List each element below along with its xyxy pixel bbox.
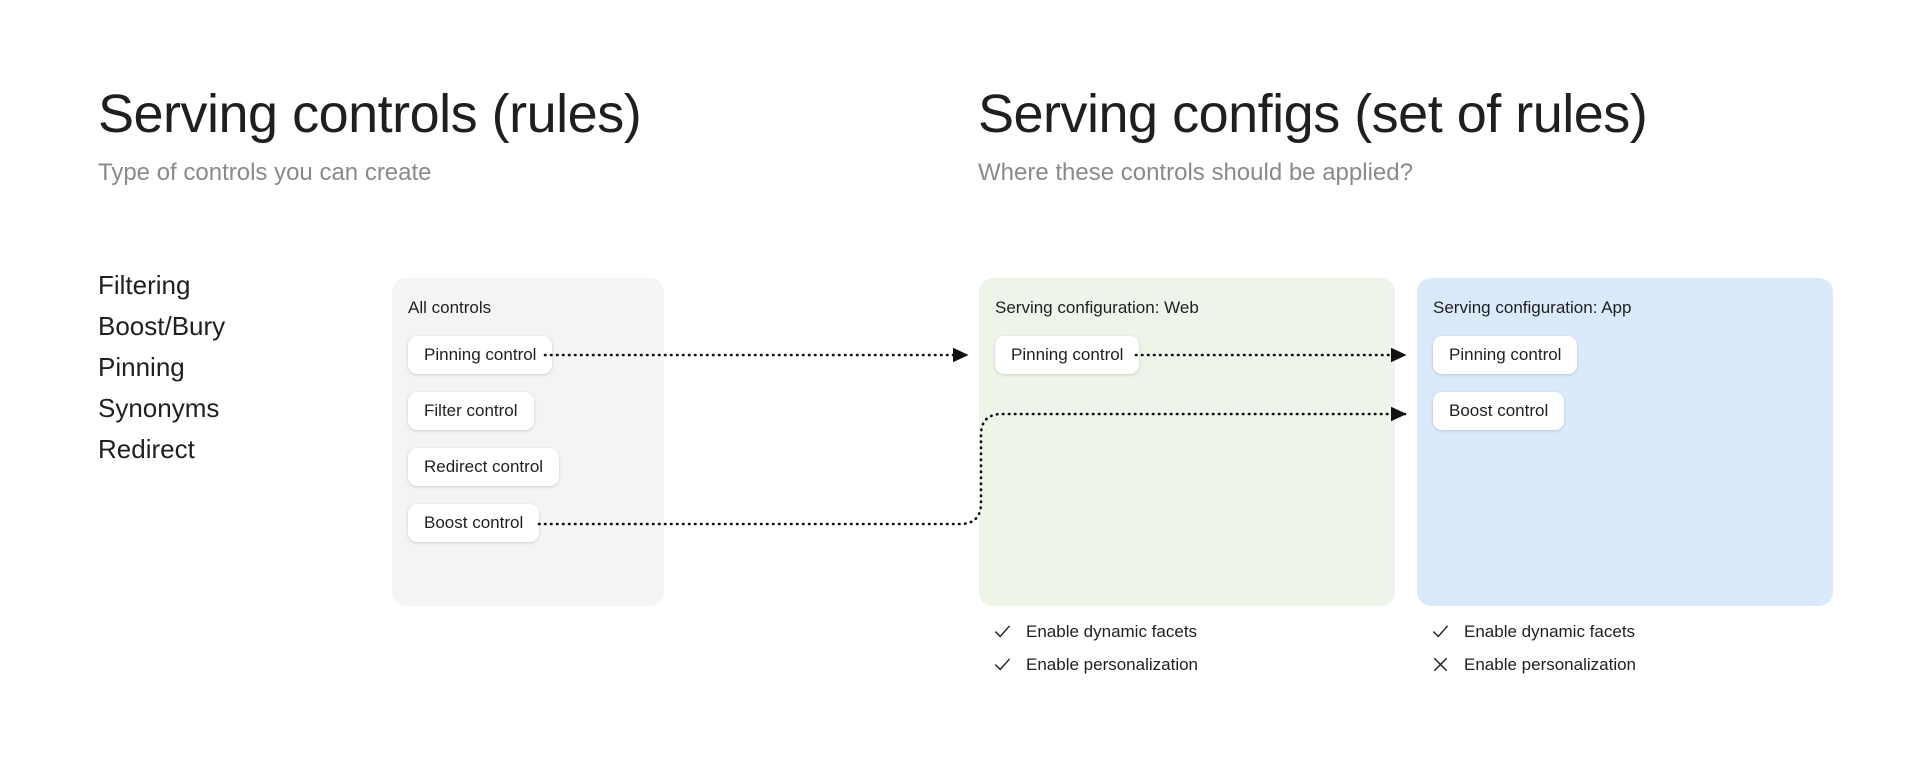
left-column-header: Serving controls (rules) Type of control… [98, 84, 642, 187]
panel-title-serving-configuration-web: Serving configuration: Web [995, 298, 1199, 317]
chip-boost-control-all[interactable]: Boost control [408, 504, 540, 542]
control-type-list: Filtering Boost/Bury Pinning Synonyms Re… [98, 265, 225, 470]
chip-redirect-control-all[interactable]: Redirect control [408, 448, 560, 486]
option-label: Enable dynamic facets [1464, 621, 1636, 641]
page-subtitle-serving-controls: Type of controls you can create [98, 158, 432, 186]
panel-title-serving-configuration-app: Serving configuration: App [1433, 298, 1632, 317]
options-list-app: Enable dynamic facets Enable personaliza… [1431, 620, 1636, 675]
control-type-pinning: Pinning [98, 352, 185, 382]
chip-label: Redirect control [424, 457, 544, 476]
right-column-header: Serving configs (set of rules) Where the… [978, 84, 1648, 187]
panel-serving-configuration-app: Serving configuration: App Pinning contr… [1417, 278, 1833, 606]
control-type-synonyms: Synonyms [98, 393, 220, 423]
options-list-web: Enable dynamic facets Enable personaliza… [993, 620, 1198, 675]
panel-serving-configuration-web: Serving configuration: Web Pinning contr… [979, 278, 1395, 606]
chip-label: Pinning control [1011, 345, 1124, 364]
page-title-serving-controls: Serving controls (rules) [98, 84, 642, 144]
chip-label: Pinning control [1449, 345, 1562, 364]
page-title-serving-configs: Serving configs (set of rules) [978, 84, 1648, 144]
option-label: Enable personalization [1464, 654, 1637, 674]
option-label: Enable personalization [1026, 654, 1199, 674]
chip-pinning-control-web[interactable]: Pinning control [995, 336, 1140, 374]
chip-pinning-control-app[interactable]: Pinning control [1433, 336, 1578, 374]
check-icon [994, 624, 1011, 637]
chip-filter-control-all[interactable]: Filter control [408, 392, 534, 430]
panel-title-all-controls: All controls [408, 298, 492, 317]
chip-boost-control-app[interactable]: Boost control [1433, 392, 1565, 430]
control-type-filtering: Filtering [98, 270, 191, 300]
control-type-redirect: Redirect [98, 434, 195, 464]
option-label: Enable dynamic facets [1026, 621, 1198, 641]
chip-label: Boost control [424, 513, 524, 532]
option-enable-dynamic-facets-web[interactable]: Enable dynamic facets [993, 620, 1198, 642]
check-icon [994, 657, 1011, 670]
panel-all-controls: All controls Pinning control Filter cont… [392, 278, 664, 606]
control-type-boost-bury: Boost/Bury [98, 311, 226, 341]
chip-label: Pinning control [424, 345, 537, 364]
option-enable-dynamic-facets-app[interactable]: Enable dynamic facets [1431, 620, 1636, 642]
chip-label: Boost control [1449, 401, 1549, 420]
close-icon [1433, 657, 1448, 671]
page-subtitle-serving-configs: Where these controls should be applied? [978, 158, 1413, 186]
check-icon [1432, 624, 1449, 637]
chip-pinning-control-all[interactable]: Pinning control [408, 336, 553, 374]
chip-label: Filter control [424, 401, 518, 420]
option-enable-personalization-app[interactable]: Enable personalization [1431, 653, 1636, 675]
option-enable-personalization-web[interactable]: Enable personalization [993, 653, 1198, 675]
